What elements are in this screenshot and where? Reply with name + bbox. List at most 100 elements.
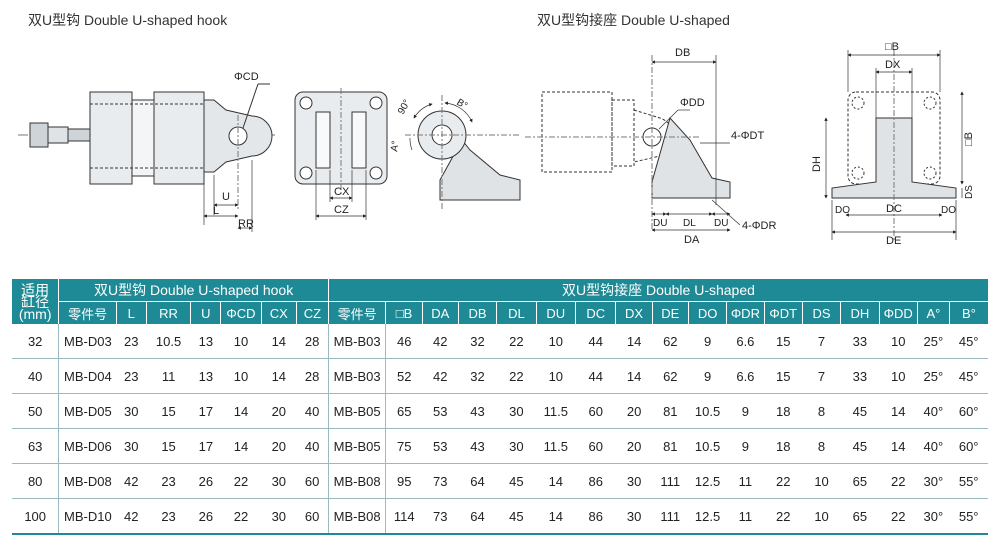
column-header: ΦDR xyxy=(726,301,765,324)
table-cell: 18 xyxy=(764,428,803,464)
table-cell: 30° xyxy=(917,498,950,535)
table-cell: 10.5 xyxy=(146,324,191,359)
table-cell: 8 xyxy=(802,393,841,429)
label-box-b-top: □B xyxy=(885,41,899,53)
table-cell: 10.5 xyxy=(688,393,727,429)
label-do-right: DO xyxy=(941,205,956,216)
table-cell: 15 xyxy=(146,393,191,429)
seat-front-view-drawing xyxy=(824,50,964,240)
label-rr: RR xyxy=(238,218,254,230)
table-cell: 10 xyxy=(536,358,576,394)
hook-section-title: 双U型钩 Double U-shaped hook xyxy=(28,12,228,28)
table-cell: 44 xyxy=(575,358,616,394)
table-cell: MB-D10 xyxy=(58,498,117,535)
table-cell: 86 xyxy=(575,498,616,535)
label-phi-dd: ΦDD xyxy=(680,97,705,109)
table-cell: 45 xyxy=(840,393,880,429)
table-cell: 11.5 xyxy=(536,428,576,464)
table-cell: 52 xyxy=(385,358,423,394)
table-cell: 18 xyxy=(764,393,803,429)
column-header: A° xyxy=(916,301,950,324)
table-cell: 26 xyxy=(190,498,221,535)
label-4-phi-dr: 4-ΦDR xyxy=(742,220,777,232)
table-cell: 44 xyxy=(575,324,616,359)
table-cell: 81 xyxy=(652,428,689,464)
table-cell: 10 xyxy=(802,463,841,499)
table-cell: 32 xyxy=(12,324,59,359)
table-cell: 11 xyxy=(146,358,191,394)
table-cell: 9 xyxy=(688,324,727,359)
table-cell: MB-D04 xyxy=(58,358,117,394)
table-cell: 20 xyxy=(261,393,297,429)
label-phi-cd: ΦCD xyxy=(234,71,259,83)
table-cell: 14 xyxy=(220,428,262,464)
technical-drawings: ΦCD U L RR CX CZ 90° B° A° xyxy=(18,41,975,247)
table-cell: MB-B03 xyxy=(327,358,386,394)
table-cell: 64 xyxy=(458,463,497,499)
table-cell: 14 xyxy=(536,498,576,535)
table-cell: 50 xyxy=(12,393,59,429)
table-cell: 45° xyxy=(949,358,988,394)
label-angle-90: 90° xyxy=(396,98,413,117)
column-header: DC xyxy=(574,301,616,324)
table-cell: 40° xyxy=(917,393,950,429)
table-cell: 22 xyxy=(496,358,537,394)
table-cell: 20 xyxy=(615,393,653,429)
table-cell: 6.6 xyxy=(726,358,765,394)
label-du-right: DU xyxy=(714,218,728,229)
table-cell: MB-B08 xyxy=(327,498,386,535)
label-4-phi-dt: 4-ΦDT xyxy=(731,130,765,142)
column-header: 零件号 xyxy=(327,301,386,324)
table-cell: 23 xyxy=(116,358,147,394)
label-cz: CZ xyxy=(334,204,349,216)
table-cell: MB-D08 xyxy=(58,463,117,499)
table-cell: 42 xyxy=(422,358,459,394)
label-u: U xyxy=(222,191,230,203)
hook-group-header: 双U型钩 Double U-shaped hook xyxy=(58,279,329,302)
table-cell: 30 xyxy=(496,393,537,429)
column-header: 零件号 xyxy=(58,301,117,324)
seat-angle-view-drawing xyxy=(405,95,521,210)
table-cell: 12.5 xyxy=(688,463,727,499)
table-cell: 28 xyxy=(296,324,329,359)
table-cell: 14 xyxy=(879,393,918,429)
table-cell: MB-B03 xyxy=(327,324,386,359)
table-cell: MB-B05 xyxy=(327,393,386,429)
table-cell: 11 xyxy=(726,498,765,535)
table-cell: MB-D03 xyxy=(58,324,117,359)
column-header: DH xyxy=(840,301,880,324)
table-cell: 10 xyxy=(879,324,918,359)
label-ds: DS xyxy=(964,185,975,199)
table-cell: 60 xyxy=(575,428,616,464)
column-header: DU xyxy=(535,301,576,324)
column-header: DA xyxy=(421,301,459,324)
table-cell: 22 xyxy=(496,324,537,359)
table-cell: 22 xyxy=(879,498,918,535)
table-cell: 30 xyxy=(615,498,653,535)
seat-group-header: 双U型钩接座 Double U-shaped xyxy=(327,279,988,302)
table-cell: 30 xyxy=(261,463,297,499)
column-header: DS xyxy=(801,301,841,324)
table-cell: 14 xyxy=(261,358,297,394)
hook-end-view-drawing xyxy=(294,88,388,220)
table-cell: 7 xyxy=(802,324,841,359)
label-dl: DL xyxy=(683,218,696,229)
column-header: ΦDD xyxy=(878,301,918,324)
table-cell: 10 xyxy=(879,358,918,394)
table-cell: 15 xyxy=(146,428,191,464)
label-dx: DX xyxy=(885,59,901,71)
table-cell: MB-D05 xyxy=(58,393,117,429)
table-cell: 65 xyxy=(840,498,880,535)
column-header: DE xyxy=(651,301,689,324)
table-cell: 12.5 xyxy=(688,498,727,535)
table-cell: 45° xyxy=(949,324,988,359)
table-cell: 14 xyxy=(879,428,918,464)
table-cell: 14 xyxy=(261,324,297,359)
table-cell: MB-B05 xyxy=(327,428,386,464)
table-cell: 9 xyxy=(726,428,765,464)
label-box-b-side: □B xyxy=(963,132,975,146)
